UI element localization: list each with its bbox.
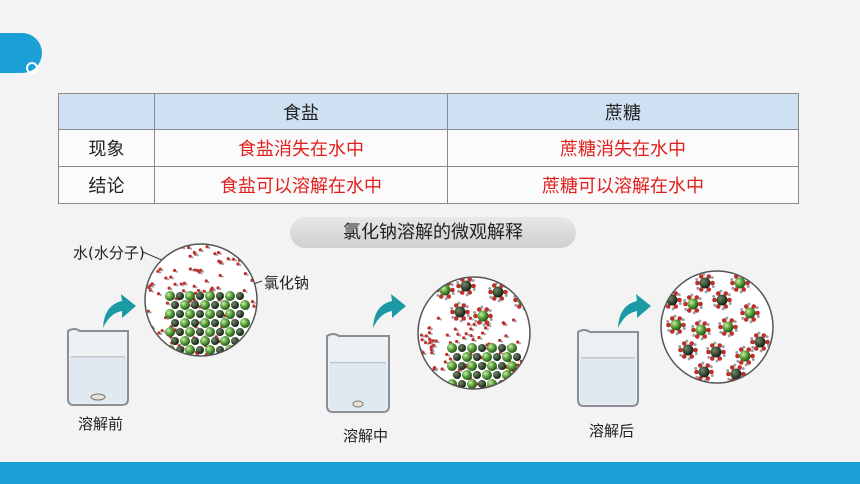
- micro-view-after: [661, 271, 773, 383]
- nacl-label: 氯化钠: [264, 274, 310, 292]
- curved-arrow-icon: [618, 294, 651, 328]
- cell-sugar-conclusion: 蔗糖可以溶解在水中: [447, 166, 799, 204]
- corner-circle-icon: [26, 62, 38, 74]
- table-header-empty: [58, 93, 155, 130]
- beaker-icon: [326, 333, 390, 413]
- stage-label-during: 溶解中: [343, 427, 389, 445]
- bottom-bar: [0, 462, 860, 484]
- beaker-icon: [577, 329, 639, 407]
- diagram-title: 氯化钠溶解的微观解释: [290, 217, 576, 248]
- table-row: 结论 食盐可以溶解在水中 蔗糖可以溶解在水中: [58, 166, 799, 204]
- table-row: 现象 食盐消失在水中 蔗糖消失在水中: [58, 129, 799, 167]
- curved-arrow-icon: [373, 294, 406, 328]
- stage-label-before: 溶解前: [78, 415, 124, 433]
- table-header-row: 食盐 蔗糖: [58, 93, 799, 130]
- curved-arrow-icon: [103, 294, 136, 328]
- stage-label-after: 溶解后: [589, 422, 635, 440]
- cell-salt-phenomenon: 食盐消失在水中: [154, 129, 448, 167]
- beaker-icon: [67, 328, 129, 406]
- comparison-table: 食盐 蔗糖 现象 食盐消失在水中 蔗糖消失在水中 结论 食盐可以溶解在水中 蔗糖…: [58, 93, 799, 204]
- cell-salt-conclusion: 食盐可以溶解在水中: [154, 166, 448, 204]
- cell-sugar-phenomenon: 蔗糖消失在水中: [447, 129, 799, 167]
- water-label: 水(水分子): [73, 244, 145, 262]
- table-header-salt: 食盐: [154, 93, 448, 130]
